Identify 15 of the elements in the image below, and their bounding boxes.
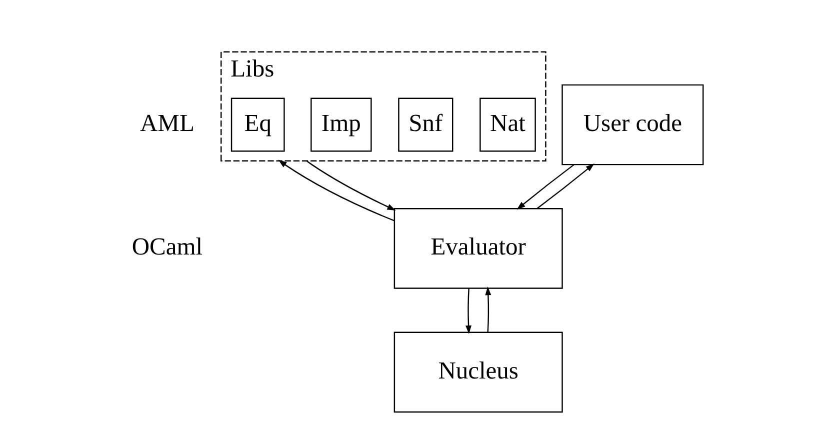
label: OCaml: [132, 234, 203, 261]
node-box: User code: [562, 84, 704, 166]
arrow: [278, 160, 394, 222]
node-box: Evaluator: [394, 208, 563, 289]
node-box: Nat: [480, 98, 536, 152]
arrow: [306, 160, 396, 211]
node-box: Snf: [398, 98, 454, 152]
node-box: Eq: [230, 98, 285, 152]
arrow: [466, 288, 472, 334]
arrow: [485, 286, 492, 332]
label: AML: [140, 110, 194, 137]
node-box: Imp: [310, 98, 372, 152]
node-box: Nucleus: [394, 332, 563, 413]
arrow: [516, 164, 574, 210]
arrow: [536, 164, 594, 209]
